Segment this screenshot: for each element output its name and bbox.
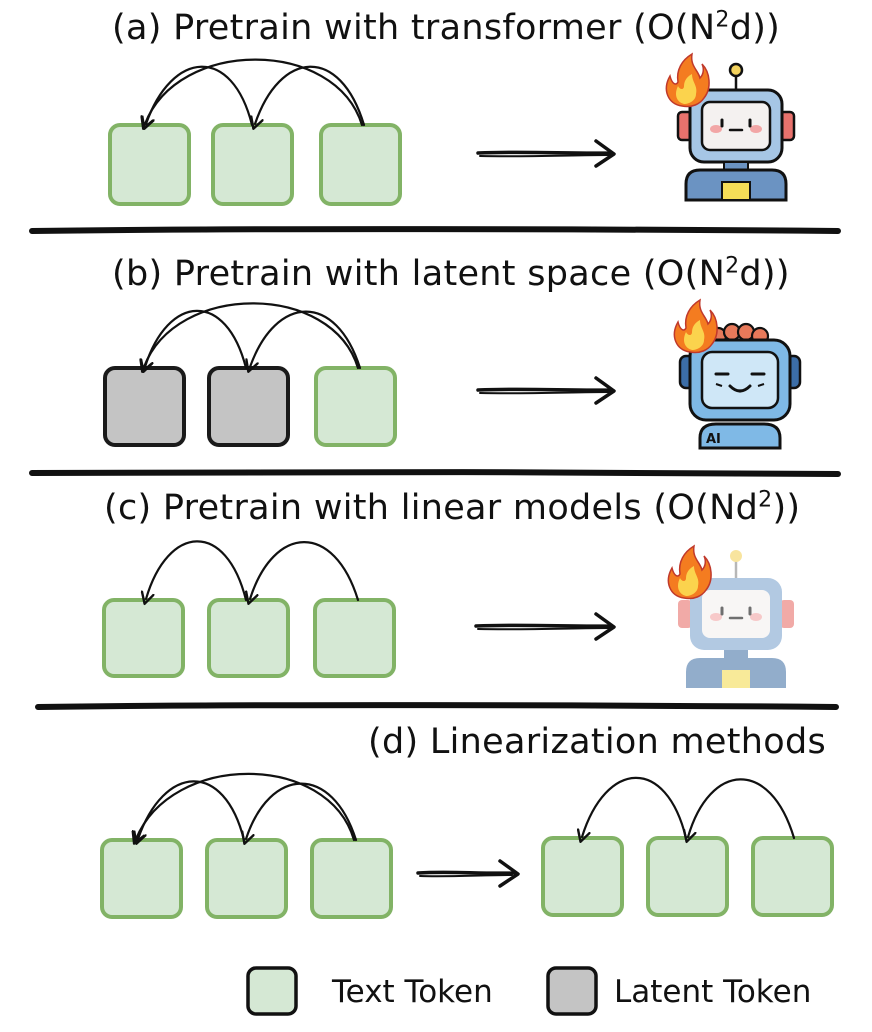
panel-d-arrow	[416, 859, 520, 888]
divider	[29, 226, 841, 234]
legend-text-token-label: Text Token	[332, 974, 493, 1010]
latent-token	[103, 366, 186, 447]
panel-d-title: (d) Linearization methods	[368, 722, 827, 762]
panel-d-output-tokens	[541, 836, 834, 917]
text-token	[108, 123, 191, 206]
legend-latent-token-swatch	[546, 966, 598, 1016]
attention-arc	[255, 65, 366, 125]
panel-c-tokens	[102, 598, 396, 678]
text-token	[211, 123, 294, 206]
text-token	[319, 123, 402, 206]
panel-a-tokens	[108, 123, 402, 206]
attention-arc	[145, 309, 248, 368]
attention-arc	[138, 780, 246, 840]
fire-icon	[667, 544, 712, 600]
text-token	[207, 598, 290, 678]
panel-b-attention-arcs	[144, 302, 362, 368]
attention-arc	[246, 782, 358, 840]
attention-arc	[146, 540, 248, 600]
attention-arc	[145, 58, 364, 125]
divider	[29, 468, 841, 477]
text-token	[541, 836, 624, 917]
panel-b-title: (b) Pretrain with latent space (O(N2d))	[112, 253, 790, 294]
panel-b-arrow	[476, 376, 616, 405]
attention-arc	[250, 310, 362, 368]
legend-text-token-swatch	[246, 966, 298, 1016]
text-token	[313, 598, 396, 678]
legend-latent-token-label: Latent Token	[614, 974, 812, 1010]
latent-token	[207, 366, 290, 447]
panel-a-arrow	[476, 139, 616, 168]
panel-c-title: (c) Pretrain with linear models (O(Nd2))	[104, 487, 801, 528]
text-token	[751, 836, 834, 917]
panel-d-input-tokens	[100, 838, 393, 919]
text-token	[100, 838, 183, 919]
text-token	[205, 838, 288, 919]
panel-d-output-arcs	[582, 776, 796, 838]
text-token	[310, 838, 393, 919]
robot-icon	[678, 550, 794, 688]
robot-icon: AI	[678, 322, 802, 450]
text-token	[646, 836, 729, 917]
attention-arc	[144, 302, 360, 368]
fire-icon	[665, 52, 710, 108]
panel-c-arrow	[474, 612, 616, 641]
panel-c-attention-arcs	[146, 540, 360, 600]
text-token	[102, 598, 185, 678]
attention-arc	[250, 541, 360, 600]
panel-b-tokens	[103, 366, 397, 447]
text-token	[314, 366, 397, 447]
attention-arc	[136, 772, 356, 840]
attention-arc	[582, 776, 688, 838]
fire-icon	[673, 298, 718, 354]
robot-icon	[676, 62, 796, 202]
divider	[35, 702, 839, 710]
attention-arc	[146, 65, 254, 125]
ai-badge: AI	[706, 432, 721, 447]
panel-d-input-arcs	[136, 772, 358, 840]
attention-arc	[688, 778, 796, 838]
panel-a-title: (a) Pretrain with transformer (O(N2d))	[112, 7, 781, 48]
panel-a-attention-arcs	[145, 58, 366, 125]
